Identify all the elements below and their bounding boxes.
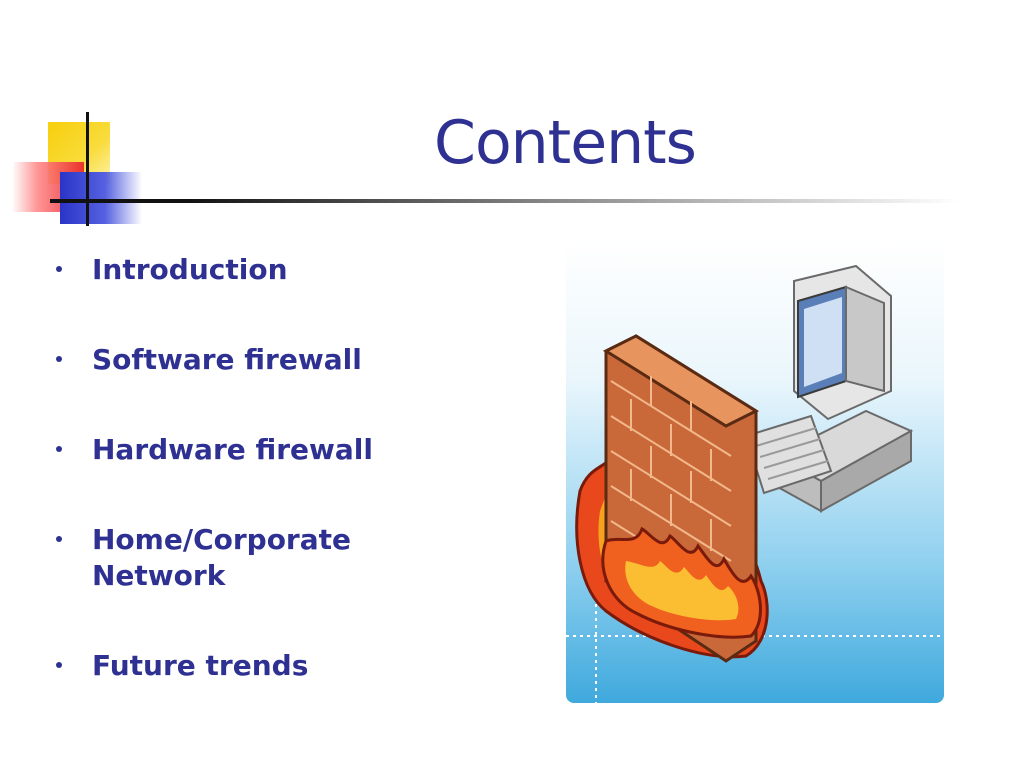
vertical-divider-line (86, 112, 89, 226)
computer-icon (773, 264, 914, 513)
slide-title: Contents (434, 108, 697, 178)
bullet-label: Hardware firewall (92, 433, 373, 466)
bullet-item: Introduction (52, 252, 452, 288)
bullet-label: Future trends (92, 649, 309, 682)
bullet-list: Introduction Software firewall Hardware … (52, 252, 452, 738)
firewall-illustration (566, 241, 944, 703)
bullet-item: Future trends (52, 648, 452, 684)
bullet-dot-icon (56, 446, 62, 452)
bullet-label: Software firewall (92, 343, 362, 376)
bullet-item: Hardware firewall (52, 432, 452, 468)
keyboard-icon (744, 414, 833, 495)
blue-gradient-shape (60, 172, 142, 224)
bullet-label: Introduction (92, 253, 288, 286)
bullet-dot-icon (56, 536, 62, 542)
title-underline (50, 199, 960, 203)
flames-front-icon (601, 526, 762, 639)
firewall-illustration-svg (566, 264, 944, 703)
bullet-dot-icon (56, 356, 62, 362)
bullet-dot-icon (56, 662, 62, 668)
corner-logo-decoration (0, 0, 170, 240)
bullet-dot-icon (56, 266, 62, 272)
bullet-label: Home/Corporate Network (92, 523, 352, 592)
bullet-item: Home/Corporate Network (52, 522, 452, 594)
bullet-item: Software firewall (52, 342, 452, 378)
